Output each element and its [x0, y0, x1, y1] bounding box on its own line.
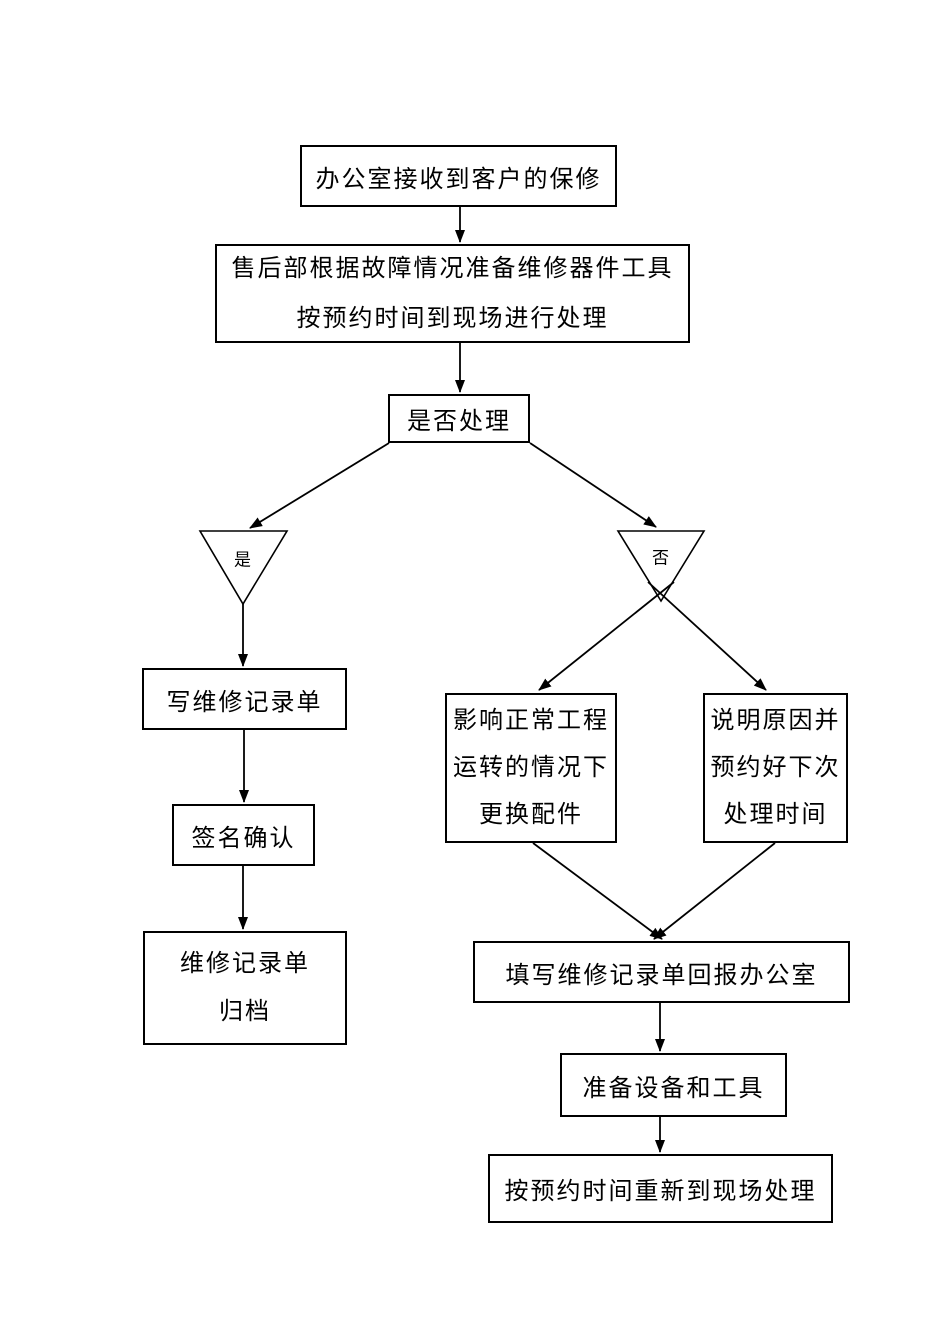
node-label: 按预约时间重新到现场处理 [504, 1179, 817, 1205]
arrow-no-to-replace-parts [538, 581, 675, 691]
node-label: 是否处理 [407, 409, 511, 435]
node-label: 写维修记录单 [166, 689, 323, 716]
node-label-line1: 说明原因并 [710, 707, 841, 734]
node-label-line2: 归档 [219, 999, 271, 1025]
node-label: 办公室接收到客户的保修 [315, 166, 602, 193]
node-archive-record: 维修记录单 归档 [143, 931, 347, 1045]
node-label-line2: 运转的情况下 [453, 754, 609, 781]
node-label-line1: 维修记录单 [180, 951, 310, 977]
node-decision-handled: 是否处理 [388, 394, 530, 443]
arrow-decision-to-yes [249, 442, 390, 529]
node-label-line3: 更换配件 [479, 801, 583, 828]
node-label: 签名确认 [191, 825, 296, 852]
node-revisit-site: 按预约时间重新到现场处理 [488, 1154, 833, 1223]
node-label: 填写维修记录单回报办公室 [505, 962, 818, 989]
node-receive-repair-request: 办公室接收到客户的保修 [300, 145, 617, 207]
node-label-line2: 按预约时间到现场进行处理 [296, 305, 609, 332]
node-label-line3: 处理时间 [723, 801, 828, 828]
node-label-line1: 影响正常工程 [453, 707, 609, 734]
node-prepare-and-visit: 售后部根据故障情况准备维修器件工具 按预约时间到现场进行处理 [215, 244, 690, 343]
arrow-explain-to-report [653, 842, 776, 940]
node-sign-confirm: 签名确认 [172, 804, 315, 866]
no-triangle-label: 否 [652, 548, 670, 568]
node-label-line2: 预约好下次 [710, 754, 841, 781]
yes-triangle-label: 是 [234, 550, 252, 570]
node-label-line1: 售后部根据故障情况准备维修器件工具 [231, 255, 674, 282]
node-report-to-office: 填写维修记录单回报办公室 [473, 941, 850, 1003]
node-label: 准备设备和工具 [582, 1075, 765, 1102]
node-write-repair-record: 写维修记录单 [142, 668, 347, 730]
arrow-replace-parts-to-report [532, 842, 663, 940]
no-triangle [616, 530, 706, 603]
arrow-decision-to-no [529, 442, 657, 528]
node-replace-parts: 影响正常工程 运转的情况下 更换配件 [445, 693, 617, 843]
yes-triangle [198, 530, 289, 606]
node-prepare-equipment-tools: 准备设备和工具 [560, 1053, 787, 1117]
arrow-no-to-explain [647, 581, 767, 691]
node-explain-reschedule: 说明原因并 预约好下次 处理时间 [703, 693, 848, 843]
